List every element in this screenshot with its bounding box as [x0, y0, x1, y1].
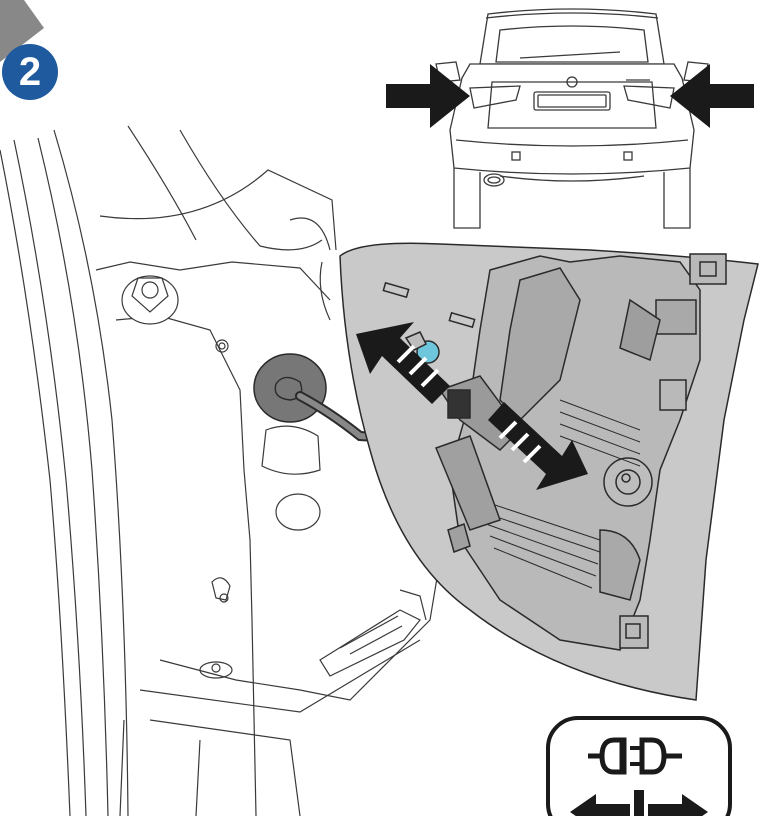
pull-bulb-arrow-icon [356, 322, 450, 404]
body-panel-drawing [0, 125, 441, 816]
pull-connector-arrow-icon [488, 402, 588, 490]
step-corner-marker [0, 0, 44, 62]
step-number-badge: 2 [2, 44, 58, 100]
step-number: 2 [18, 49, 42, 94]
car-rear-view-icon [435, 8, 709, 229]
right-pointer-arrow-icon [670, 64, 754, 128]
left-pointer-arrow-icon [386, 64, 470, 128]
disconnect-plug-icon [546, 716, 732, 816]
disconnect-symbol [570, 737, 708, 816]
